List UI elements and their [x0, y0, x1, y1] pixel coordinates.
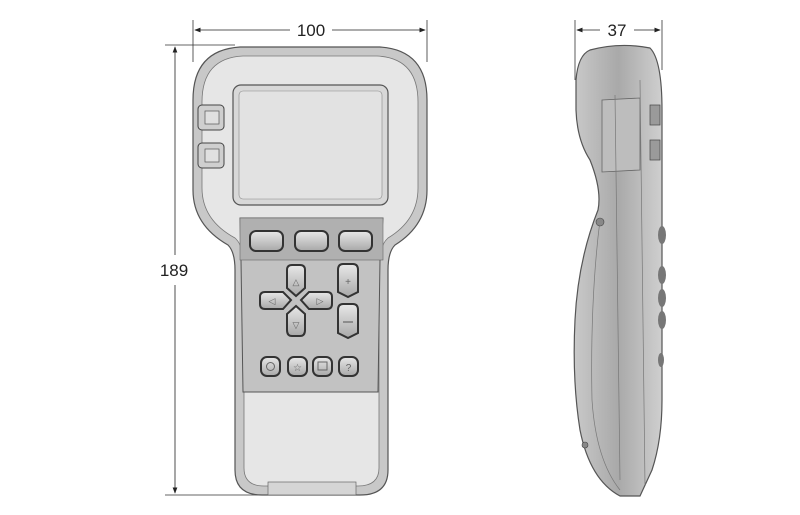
help-icon: ? — [346, 363, 352, 374]
up-arrow-icon: △ — [293, 277, 300, 287]
soft-key-1[interactable] — [249, 230, 284, 252]
front-view: △ ▽ ◁ ▷ + ☆ ? — [192, 46, 428, 496]
side-connector-bottom — [649, 139, 661, 161]
height-label: 189 — [160, 261, 188, 280]
side-view — [573, 44, 666, 497]
left-arrow-icon: ◁ — [269, 296, 276, 306]
down-arrow-key[interactable] — [286, 304, 306, 337]
help-key[interactable] — [338, 356, 359, 377]
down-arrow-icon: ▽ — [293, 320, 300, 330]
side-connector-top — [649, 104, 661, 126]
favorite-key[interactable] — [287, 356, 308, 377]
soft-key-3[interactable] — [338, 230, 373, 252]
plus-icon: + — [345, 277, 351, 288]
power-key[interactable] — [260, 356, 281, 377]
width-label: 100 — [297, 21, 325, 40]
width-dimension: 100 — [192, 20, 428, 62]
height-dimension: 189 — [160, 44, 270, 496]
left-arrow-key[interactable] — [259, 291, 293, 310]
back-key[interactable] — [312, 356, 333, 377]
depth-dimension: 37 — [574, 20, 663, 80]
right-arrow-icon: ▷ — [317, 296, 324, 306]
plus-key[interactable] — [337, 263, 359, 299]
minus-key[interactable] — [337, 303, 359, 340]
depth-label: 37 — [608, 21, 627, 40]
right-arrow-key[interactable] — [299, 291, 333, 310]
star-icon: ☆ — [293, 363, 302, 374]
soft-key-2[interactable] — [294, 230, 329, 252]
back-icon — [317, 361, 328, 371]
up-arrow-key[interactable] — [286, 264, 306, 298]
power-icon — [266, 362, 275, 371]
